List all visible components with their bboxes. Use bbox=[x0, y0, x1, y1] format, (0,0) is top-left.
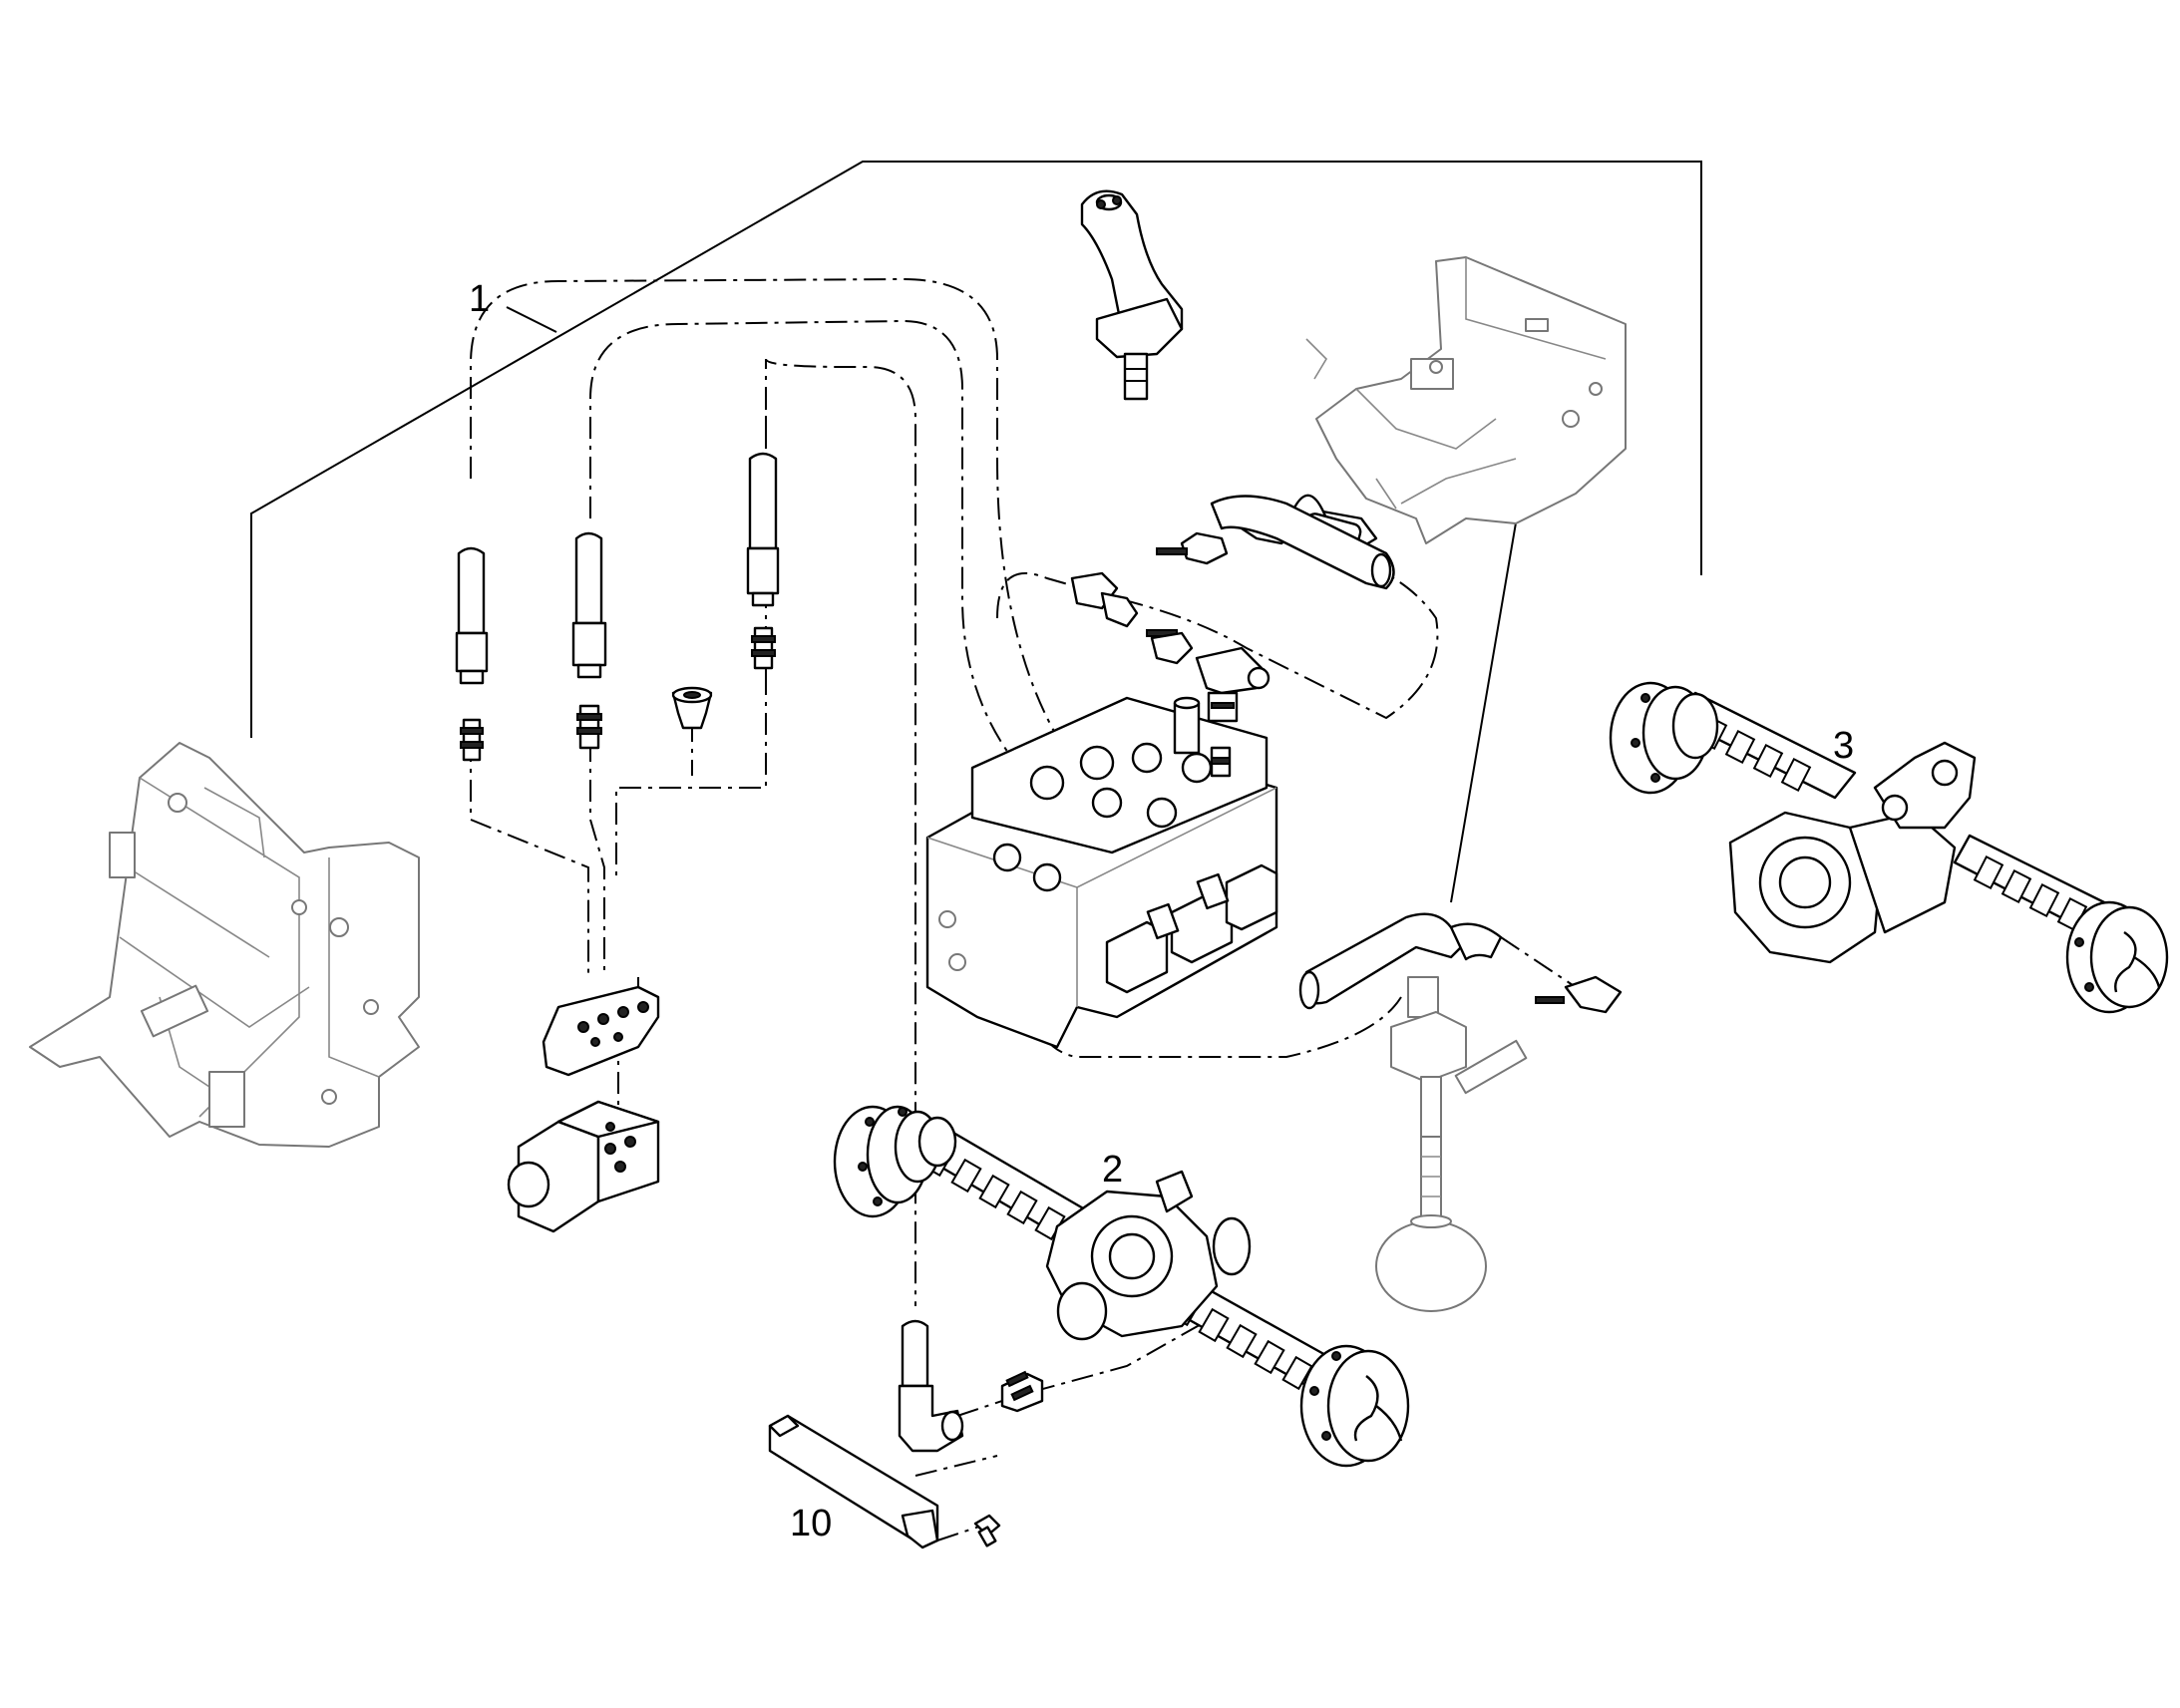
lower-elbow-hose bbox=[898, 1319, 964, 1453]
solenoid-valve bbox=[507, 1100, 660, 1233]
front-axle-left-hub bbox=[833, 1105, 957, 1218]
callout-frame-item-1 bbox=[250, 161, 1702, 738]
callout-label-2: 2 bbox=[1102, 1149, 1123, 1191]
hose-end-1 bbox=[455, 546, 489, 762]
joystick-control bbox=[1080, 189, 1184, 401]
rear-axle bbox=[1609, 681, 2169, 1014]
accumulator-assembly bbox=[1375, 976, 1528, 1312]
front-axle bbox=[833, 1105, 1410, 1468]
callout-label-10: 10 bbox=[790, 1503, 832, 1544]
rear-axle-right-hub bbox=[2065, 900, 2169, 1014]
loader-front-frame-ghost bbox=[29, 742, 420, 1148]
rear-axle-left-hub bbox=[1609, 681, 1719, 795]
lower-hose-assembly bbox=[1298, 912, 1623, 1014]
upper-hose-assembly bbox=[1210, 495, 1395, 590]
front-axle-right-hub bbox=[1299, 1344, 1410, 1468]
plug-cap bbox=[671, 686, 713, 730]
callout-label-3: 3 bbox=[1833, 725, 1854, 767]
guard-bracket-item-10 bbox=[768, 1414, 939, 1549]
main-control-valve bbox=[925, 696, 1278, 1049]
hose-end-3 bbox=[746, 452, 780, 670]
straight-connector bbox=[1000, 1370, 1044, 1413]
hose-end-2 bbox=[571, 531, 607, 750]
mounting-bolt bbox=[973, 1514, 1001, 1547]
cab-floor-bracket-ghost bbox=[1305, 256, 1627, 544]
hydraulic-line-paths bbox=[470, 277, 1577, 1541]
callout-label-1: 1 bbox=[469, 278, 490, 320]
manifold-plate bbox=[542, 985, 660, 1077]
